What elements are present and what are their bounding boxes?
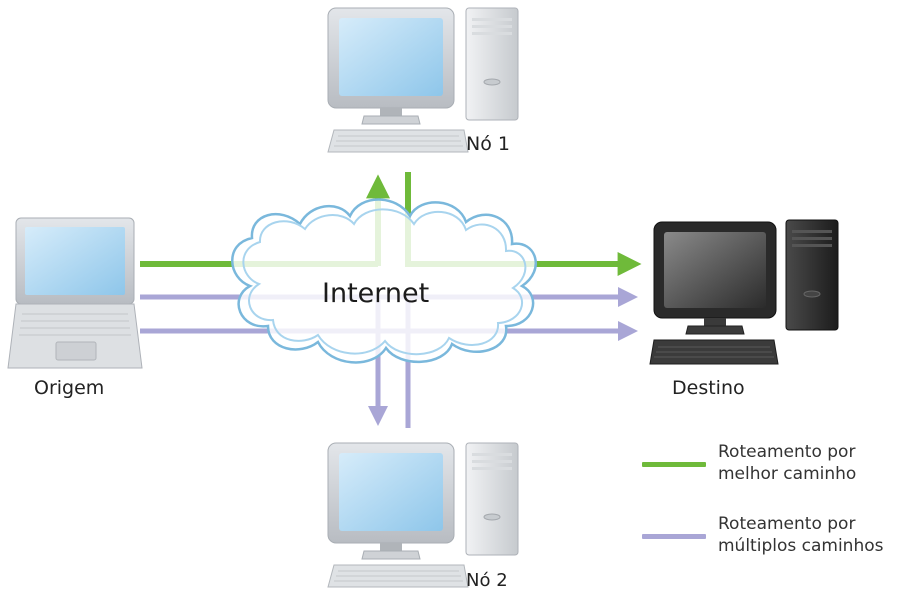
origin-laptop bbox=[7, 217, 143, 369]
node1-computer bbox=[327, 7, 519, 153]
internet-label: Internet bbox=[322, 278, 430, 309]
node2-computer bbox=[327, 442, 519, 588]
internet-cloud bbox=[231, 198, 537, 364]
legend-multi-path-line2: múltiplos caminhos bbox=[718, 536, 884, 556]
legend-best-path-text: Roteamento por melhor caminho bbox=[718, 441, 856, 485]
legend-best-path-line1: Roteamento por bbox=[718, 442, 856, 462]
node1-label: Nó 1 bbox=[466, 133, 510, 155]
legend-multi-path-text: Roteamento por múltiplos caminhos bbox=[718, 513, 883, 557]
legend-best-path-line2: melhor caminho bbox=[718, 464, 857, 484]
node2-label: Nó 2 bbox=[466, 570, 508, 591]
legend-best-path-swatch bbox=[642, 462, 706, 467]
destination-label: Destino bbox=[672, 377, 745, 399]
legend-multi-path-line1: Roteamento por bbox=[718, 514, 856, 534]
origin-label: Origem bbox=[34, 377, 105, 399]
legend-multi-path-swatch bbox=[642, 534, 706, 539]
destination-computer bbox=[649, 219, 839, 365]
